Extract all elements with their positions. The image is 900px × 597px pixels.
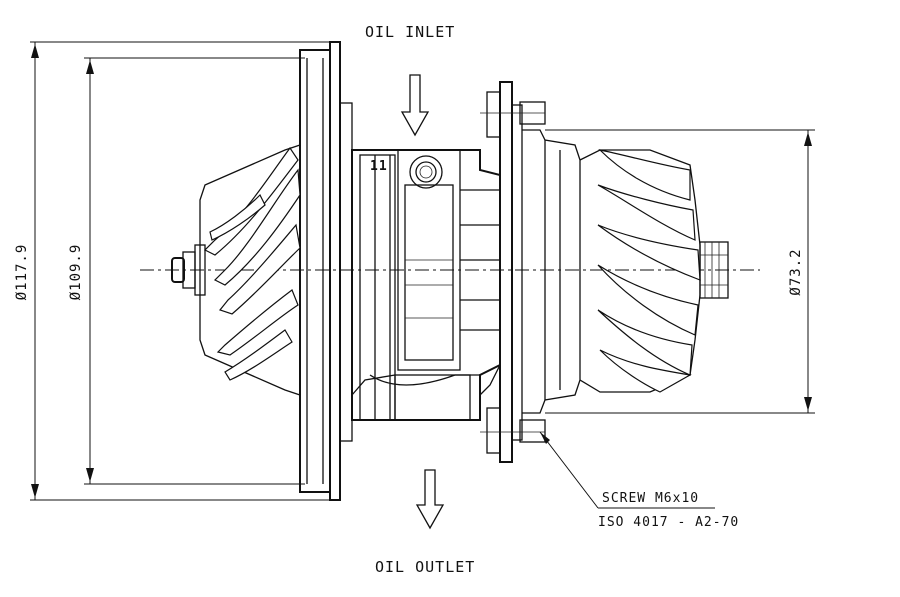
oil-inlet-arrow-icon — [400, 74, 430, 137]
dimension-turbine — [545, 129, 815, 414]
screw-leader — [539, 431, 715, 509]
dimension-inner — [84, 57, 305, 485]
compressor-backplate — [299, 41, 353, 501]
compressor-wheel — [171, 144, 301, 396]
oil-inlet-label: OIL INLET — [365, 23, 455, 41]
outer-diameter-label: Ø117.9 — [14, 244, 30, 301]
dimension-outer — [30, 41, 330, 501]
turbine-wheel — [579, 149, 729, 393]
oil-outlet-arrow-icon — [415, 469, 445, 530]
inner-diameter-label: Ø109.9 — [68, 244, 84, 301]
turbine-flange — [480, 81, 581, 463]
screw-standard-label: ISO 4017 - A2-70 — [598, 515, 739, 530]
bearing-housing: 11 — [351, 149, 501, 421]
screw-spec-label: SCREW M6x10 — [602, 491, 699, 506]
turbine-diameter-label: Ø73.2 — [788, 248, 804, 295]
part-number-label: 11 — [370, 159, 388, 174]
oil-outlet-label: OIL OUTLET — [375, 558, 475, 576]
